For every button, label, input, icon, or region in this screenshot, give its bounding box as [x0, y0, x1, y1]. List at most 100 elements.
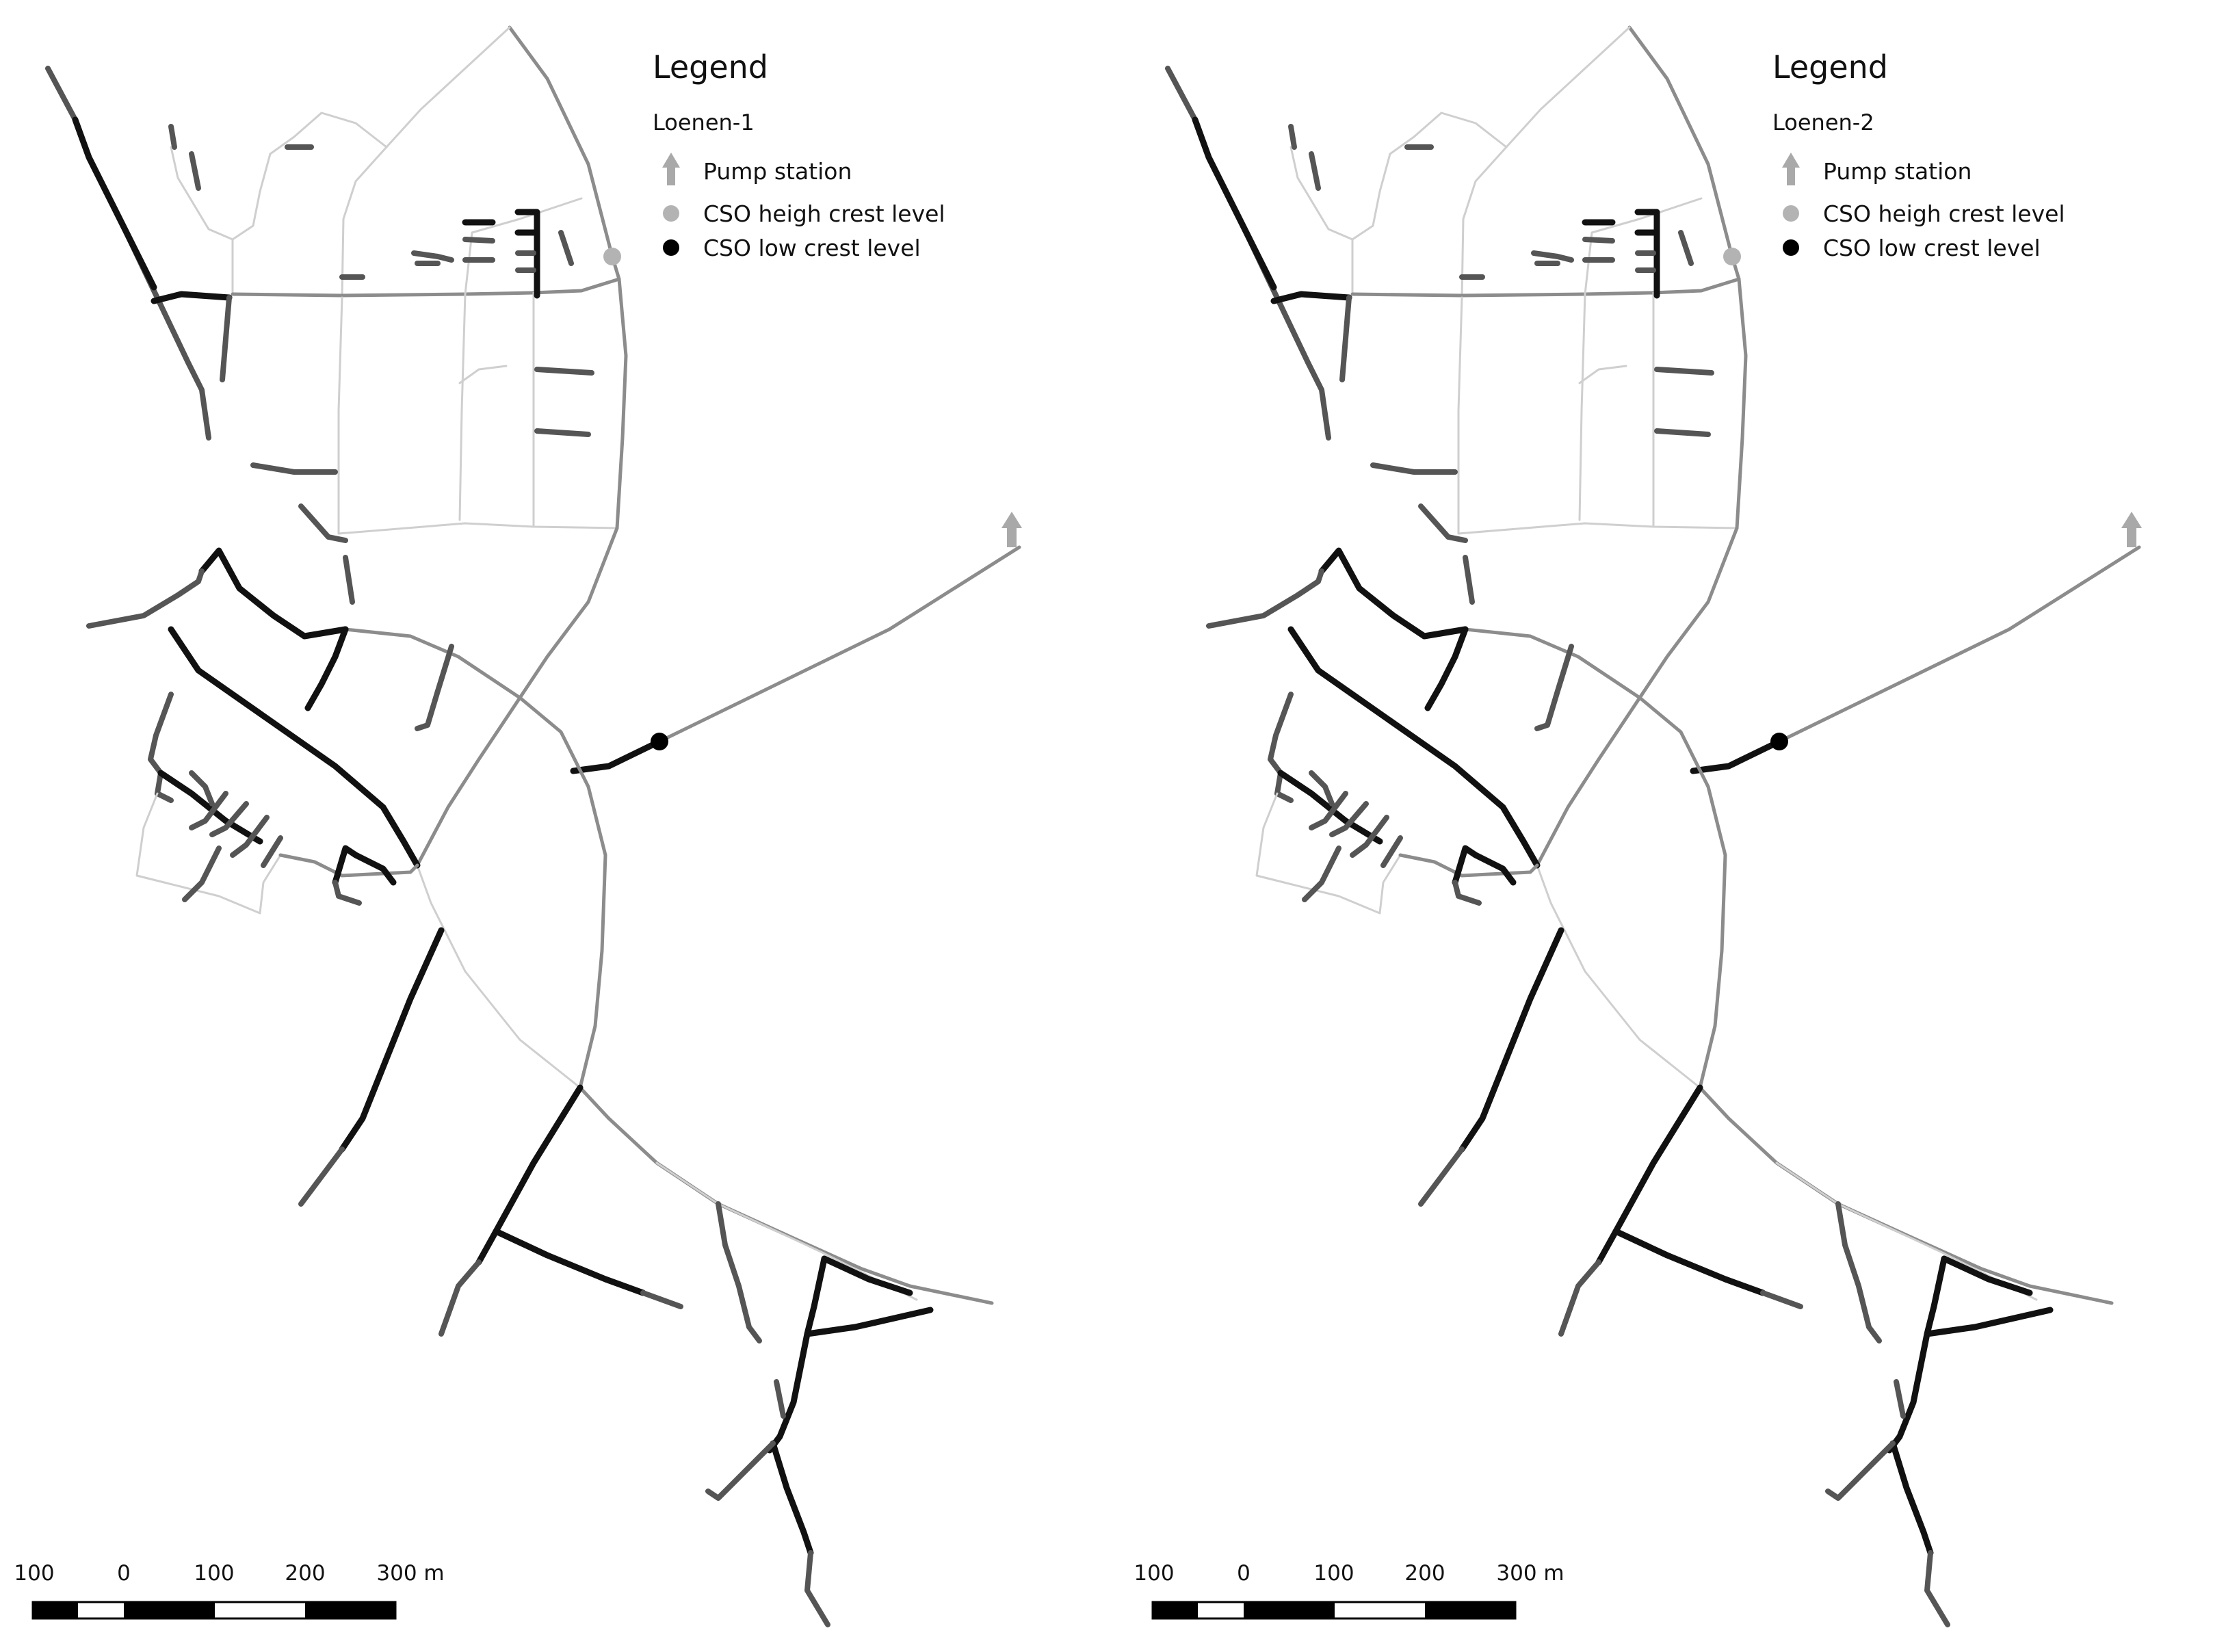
sewer-pipe	[261, 835, 283, 868]
sewer-pipe	[86, 568, 205, 629]
sewer-pipe	[1350, 277, 1741, 298]
sewer-pipe	[1398, 853, 1539, 878]
sewer-pipe	[1690, 738, 1783, 774]
sewer-pipe	[1825, 1441, 1896, 1501]
sewer-pipe	[278, 853, 419, 878]
sewer-pipe	[1457, 296, 1463, 535]
sewer-network	[45, 25, 1021, 1627]
sewer-pipe	[1206, 568, 1324, 629]
sewer-pipe	[1350, 815, 1389, 858]
sewer-pipe	[411, 250, 454, 263]
sewer-pipe	[1654, 367, 1714, 376]
sewer-pipe	[1463, 555, 1475, 605]
sewer-pipe	[1418, 503, 1468, 543]
sewer-pipe	[72, 116, 157, 291]
sewer-pipe	[304, 626, 349, 711]
sewer-pipe	[339, 927, 445, 1153]
sewer-pipe	[1634, 209, 1660, 299]
sewer-pipe	[1165, 66, 1331, 441]
sewer-pipe	[157, 770, 263, 845]
sewer-pipe	[337, 296, 343, 535]
sewer-network-map: Legend Loenen-2 Pump station CSO heigh c…	[1134, 25, 2142, 1627]
sewer-pipe	[1288, 124, 1297, 150]
sewer-pipe	[657, 545, 1021, 744]
sewer-pipe	[1612, 1228, 1766, 1296]
sewer-pipe	[1424, 626, 1469, 711]
pump-station-icon	[1782, 153, 1800, 185]
sewer-pipe	[475, 1084, 584, 1266]
sewer-pipe	[150, 291, 233, 304]
sewer-pipe	[385, 26, 511, 148]
scale-label-1: 100	[1134, 1561, 1174, 1586]
sewer-pipe	[1309, 770, 1335, 807]
sewer-pipe	[1582, 237, 1615, 244]
legend-cso-high-label: CSO heigh crest level	[703, 200, 945, 227]
scale-label-4: 200	[285, 1561, 325, 1586]
sewer-pipe	[1463, 627, 1727, 1090]
sewer-pipe	[1270, 291, 1352, 304]
sewer-pipe	[168, 124, 177, 150]
sewer-pipe	[1678, 230, 1694, 266]
sewer-pipe	[1777, 545, 2141, 744]
sewer-pipe	[189, 770, 215, 807]
sewer-pipe	[1318, 547, 1469, 640]
sewer-pipe	[189, 791, 228, 830]
sewer-pipe	[821, 1255, 913, 1296]
sewer-pipe	[1735, 277, 1748, 530]
sewer-pipe	[170, 146, 272, 241]
sewer-pipe	[570, 738, 663, 774]
sewer-pipe	[1457, 522, 1738, 535]
scale-label-3: 100	[194, 1561, 234, 1586]
sewer-pipe	[209, 801, 249, 837]
sewer-pipe	[341, 146, 388, 299]
cso-high-icon	[1783, 205, 1799, 222]
sewer-pipe	[1835, 1201, 1882, 1343]
legend-cso-low-label: CSO low crest level	[703, 235, 921, 261]
sewer-pipe	[1924, 1550, 1950, 1627]
sewer-pipe	[514, 209, 540, 299]
sewer-pipe	[1894, 1379, 1906, 1419]
sewer-pipe	[337, 522, 618, 535]
sewer-pipe	[250, 462, 338, 475]
sewer-pipe	[1775, 1162, 2038, 1301]
scale-label-5: 300 m	[376, 1561, 444, 1586]
legend: Legend Loenen-2 Pump station CSO heigh c…	[1772, 49, 2065, 261]
sewer-pipe	[1287, 626, 1541, 869]
sewer-pipe	[168, 626, 421, 869]
sewer-pipe	[462, 237, 495, 244]
sewer-pipe	[182, 845, 222, 902]
map-panel-loenen-2: Legend Loenen-2 Pump station CSO heigh c…	[1120, 0, 2239, 1652]
sewer-network	[1165, 25, 2141, 1627]
sewer-network-map: Legend Loenen-1 Pump station CSO heigh c…	[14, 25, 1022, 1627]
legend-title: Legend	[1772, 49, 1888, 86]
scale-label-1: 100	[14, 1561, 54, 1586]
sewer-pipe	[1461, 146, 1508, 299]
sewer-pipe	[464, 197, 583, 296]
scale-bar: 100 0 100 200 300 m	[1134, 1561, 1564, 1620]
legend-pump-label: Pump station	[1823, 158, 1972, 185]
sewer-pipe	[231, 277, 621, 298]
sewer-pipe	[1339, 295, 1352, 382]
sewer-pipe	[493, 1228, 646, 1296]
cso-high-icon	[663, 205, 679, 222]
sewer-pipe	[458, 293, 467, 521]
sewer-pipe	[558, 230, 574, 266]
sewer-pipe	[332, 845, 397, 886]
sewer-pipe	[1654, 428, 1711, 437]
sewer-pipe	[1418, 1146, 1465, 1207]
sewer-pipe	[804, 1550, 830, 1627]
sewer-pipe	[343, 627, 607, 1090]
sewer-pipe	[534, 367, 594, 376]
cso-low-crest-marker	[651, 733, 668, 750]
sewer-pipe	[534, 428, 591, 437]
sewer-pipe	[1302, 845, 1341, 902]
sewer-pipe	[230, 815, 270, 858]
sewer-pipe	[189, 151, 201, 191]
sewer-pipe	[298, 503, 348, 543]
sewer-pipe	[766, 1330, 811, 1454]
sewer-pipe	[1289, 146, 1391, 241]
sewer-pipe	[705, 1441, 776, 1501]
sewer-pipe	[770, 1440, 814, 1556]
sewer-pipe	[716, 1201, 762, 1343]
sewer-pipe	[1536, 864, 1701, 1089]
